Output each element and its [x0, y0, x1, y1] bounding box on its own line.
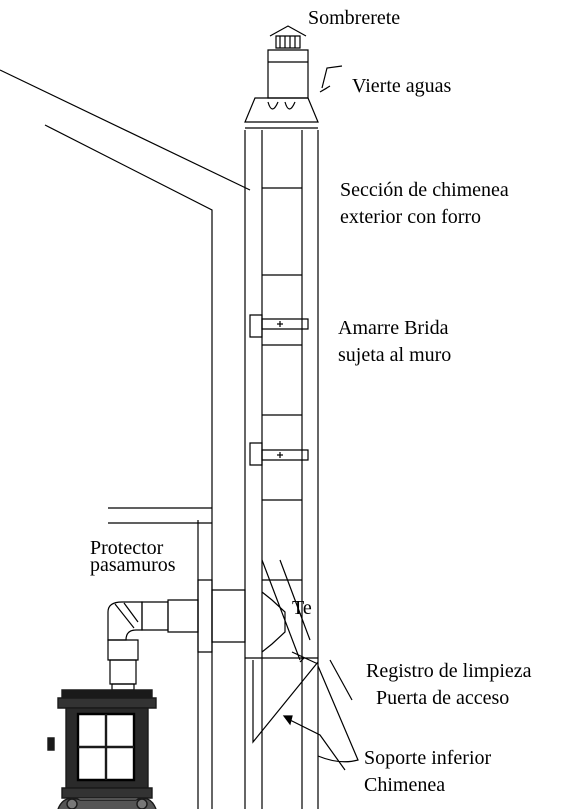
label-seccion-chimenea-2: exterior con forro — [340, 206, 482, 228]
label-registro-limpieza: Registro de limpieza — [366, 660, 532, 682]
exterior-chimney-column — [245, 130, 318, 809]
wood-stove — [48, 690, 156, 809]
leader-lines — [284, 66, 345, 770]
wall-bracket-lower — [250, 443, 308, 465]
label-amarre-brida-2: sujeta al muro — [338, 344, 452, 366]
label-te: Te — [292, 597, 312, 619]
label-seccion-chimenea-1: Sección de chimenea — [340, 179, 509, 201]
chimney-cap-sombrerete — [268, 26, 308, 98]
label-protector-2: pasamuros — [90, 554, 176, 576]
label-amarre-brida-1: Amarre Brida — [338, 317, 449, 339]
label-sombrerete: Sombrerete — [308, 7, 401, 29]
label-soporte-inferior-2: Chimenea — [364, 774, 446, 796]
stove-flue-pipe — [108, 600, 198, 690]
label-vierte-aguas: Vierte aguas — [352, 75, 452, 97]
wall-sleeve-protector — [198, 580, 245, 652]
label-protector-1: Protector — [90, 537, 164, 559]
wall-bracket-upper — [250, 315, 308, 337]
label-puerta-acceso: Puerta de acceso — [376, 687, 510, 709]
cleanout-base — [245, 652, 318, 742]
flashing-vierte-aguas — [245, 98, 318, 128]
tee-junction — [262, 560, 310, 660]
label-soporte-inferior-1: Soporte inferior — [364, 747, 492, 769]
cleanout-door-registro — [318, 660, 358, 762]
